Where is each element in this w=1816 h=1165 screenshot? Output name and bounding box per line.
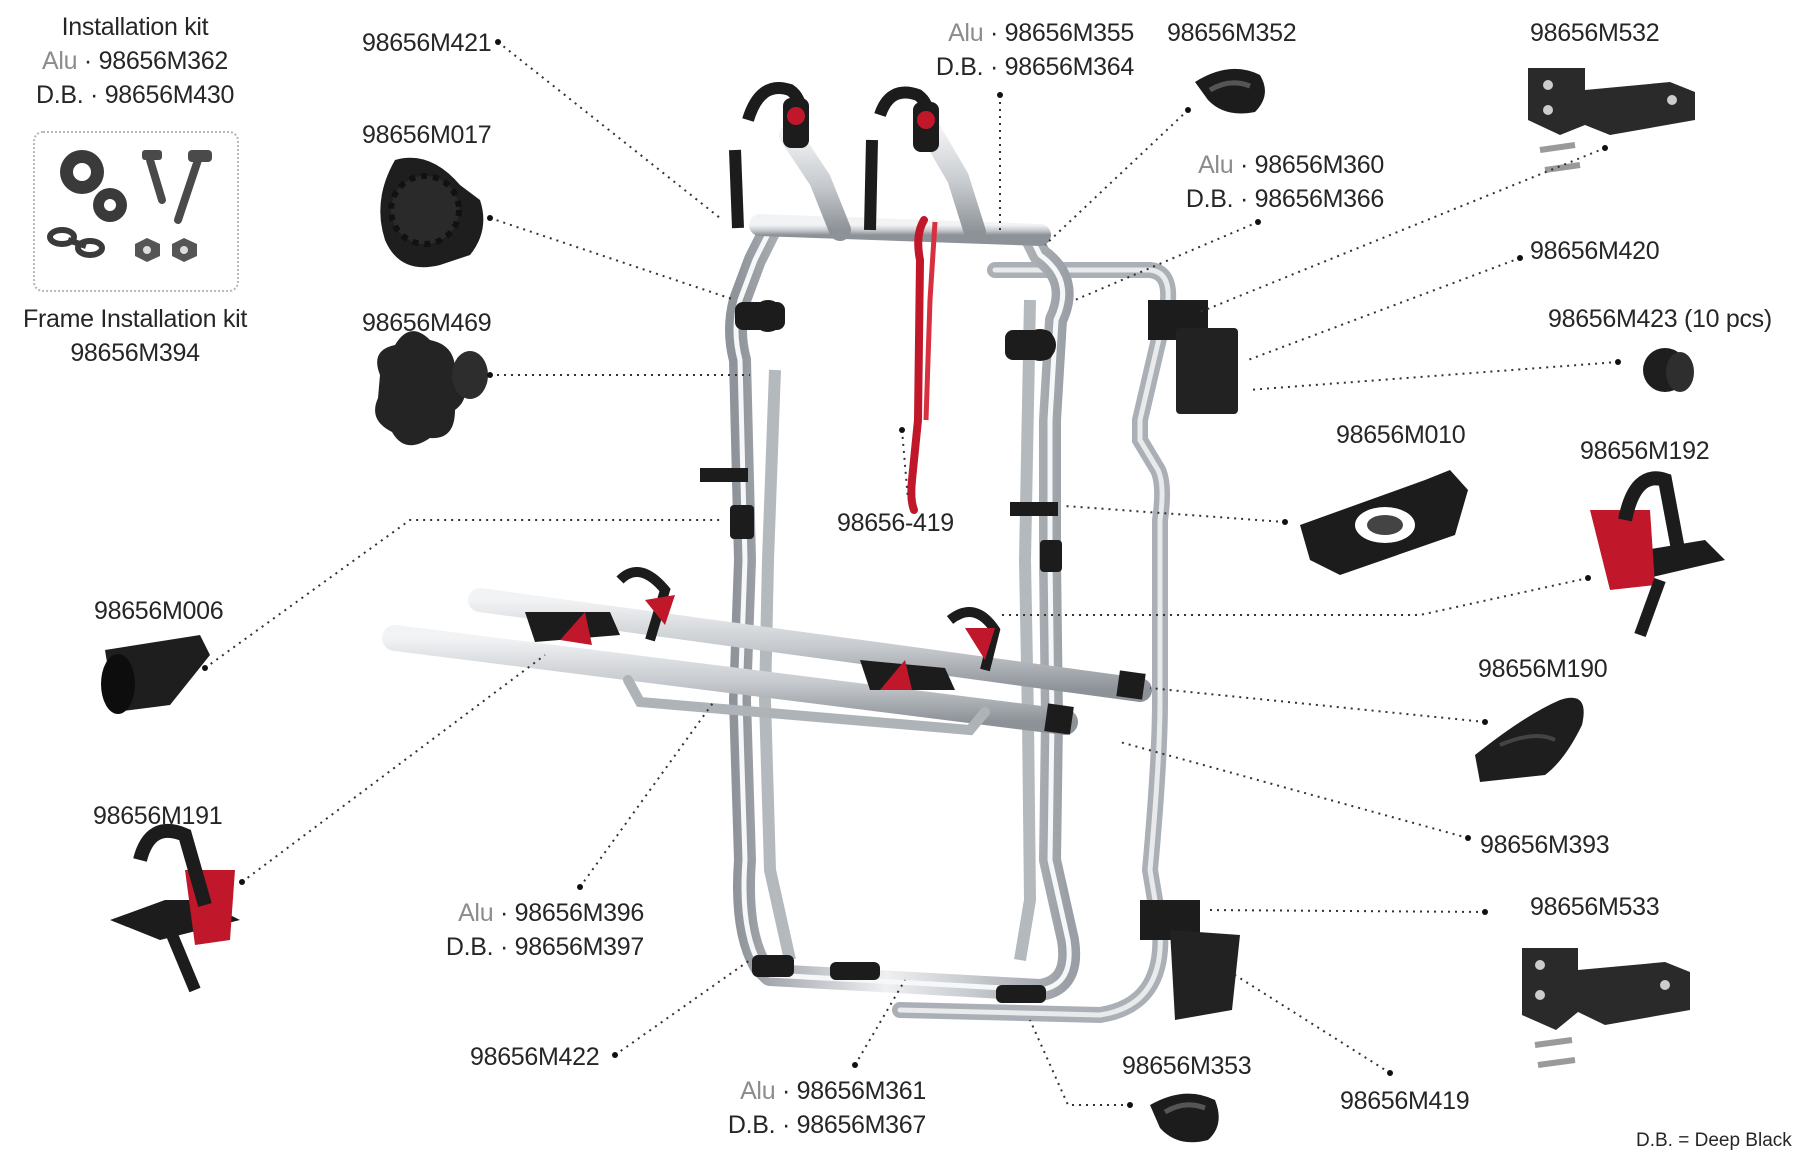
frame-kit-title: Frame Installation kit — [22, 305, 248, 333]
code-m360: 98656M360 — [1254, 151, 1385, 179]
code-m366: 98656M366 — [1254, 185, 1385, 213]
label-s419: 98656-419 — [837, 509, 954, 537]
label-m422: 98656M422 — [470, 1043, 600, 1071]
frame-assembly — [382, 82, 1240, 1024]
leader-dots — [202, 39, 1621, 1108]
part-m010-holder — [1300, 470, 1468, 575]
top-cross-tube — [749, 214, 1051, 246]
part-m017-knob — [380, 157, 484, 268]
wheel-holder-left — [525, 567, 675, 645]
part-m533-bracket — [1522, 948, 1690, 1068]
label-m190: 98656M190 — [1478, 655, 1608, 683]
install-kit-box — [33, 131, 239, 292]
code-m367: 98656M367 — [796, 1111, 927, 1139]
label-m421: 98656M421 — [362, 29, 492, 57]
install-kit-db-code: 98656M430 — [104, 81, 235, 109]
prefix-alu: Alu — [1198, 151, 1234, 179]
part-m192-wheel-holder — [1590, 471, 1725, 638]
separator: · — [781, 1111, 790, 1139]
label-m423: 98656M423 (10 pcs) — [1548, 305, 1772, 333]
label-m355-m364: Alu · 98656M355 D.B. · 98656M364 — [900, 16, 1134, 84]
frame-kit-label: Frame Installation kit 98656M394 — [8, 302, 262, 370]
prefix-db: D.B. — [727, 1111, 776, 1139]
prefix-db: D.B. — [35, 81, 84, 109]
label-m353: 98656M353 — [1122, 1052, 1252, 1080]
separator: · — [989, 53, 998, 81]
part-m352-clip — [1195, 68, 1265, 114]
nut-icon — [135, 238, 197, 262]
part-m190-cradle — [1475, 697, 1584, 782]
label-m393: 98656M393 — [1480, 831, 1610, 859]
wheel-holder-right — [860, 607, 1001, 690]
install-kit-title: Installation kit — [61, 13, 209, 41]
label-m360-m366: Alu · 98656M360 D.B. · 98656M366 — [1150, 148, 1384, 216]
prefix-alu: Alu — [948, 19, 984, 47]
label-m361-m367: Alu · 98656M361 D.B. · 98656M367 — [700, 1074, 926, 1142]
chain-icon — [47, 227, 105, 258]
code-m397: 98656M397 — [514, 933, 645, 961]
part-m532-bracket — [1528, 68, 1695, 173]
legend-note: D.B. = Deep Black — [1636, 1130, 1792, 1151]
code-m355: 98656M355 — [1004, 19, 1135, 47]
code-m396: 98656M396 — [514, 899, 645, 927]
label-m396-m397: Alu · 98656M396 D.B. · 98656M397 — [420, 896, 644, 964]
label-m533: 98656M533 — [1530, 893, 1660, 921]
label-m010: 98656M010 — [1336, 421, 1466, 449]
prefix-db: D.B. — [1185, 185, 1234, 213]
label-m419: 98656M419 — [1340, 1087, 1470, 1115]
label-m469: 98656M469 — [362, 309, 492, 337]
gear-icon — [60, 150, 127, 222]
leader-lines — [204, 41, 1619, 1106]
label-m352: 98656M352 — [1167, 19, 1297, 47]
part-m353-clip — [1150, 1093, 1219, 1143]
label-m192: 98656M192 — [1580, 437, 1710, 465]
separator: · — [499, 899, 508, 927]
separator: · — [1239, 185, 1248, 213]
separator: · — [781, 1077, 790, 1105]
prefix-alu: Alu — [458, 899, 494, 927]
red-strap — [907, 216, 928, 514]
frame-kit-code: 98656M394 — [70, 339, 200, 367]
label-m532: 98656M532 — [1530, 19, 1660, 47]
install-kit-label: Installation kit Alu · 98656M362 D.B. · … — [20, 10, 250, 112]
label-m420: 98656M420 — [1530, 237, 1660, 265]
installation-kit-icons — [47, 150, 212, 262]
separator: · — [83, 47, 92, 75]
separator: · — [1239, 151, 1248, 179]
part-m006-end-cap — [101, 635, 210, 714]
part-m469-star-knob — [375, 331, 488, 446]
prefix-db: D.B. — [445, 933, 494, 961]
code-m361: 98656M361 — [796, 1077, 927, 1105]
separator: · — [499, 933, 508, 961]
label-m191: 98656M191 — [93, 802, 223, 830]
label-m017: 98656M017 — [362, 121, 492, 149]
code-m364: 98656M364 — [1004, 53, 1135, 81]
prefix-alu: Alu — [42, 47, 78, 75]
install-kit-alu-code: 98656M362 — [98, 47, 229, 75]
prefix-alu: Alu — [740, 1077, 776, 1105]
prefix-db: D.B. — [935, 53, 984, 81]
screw-icon — [142, 150, 212, 224]
part-m191-wheel-holder — [110, 824, 240, 993]
separator: · — [90, 81, 99, 109]
part-m423-cap — [1643, 348, 1694, 392]
separator: · — [989, 19, 998, 47]
wheel-rail-front — [382, 625, 1078, 735]
stabiliser-bar — [623, 675, 990, 736]
label-m006: 98656M006 — [94, 597, 224, 625]
